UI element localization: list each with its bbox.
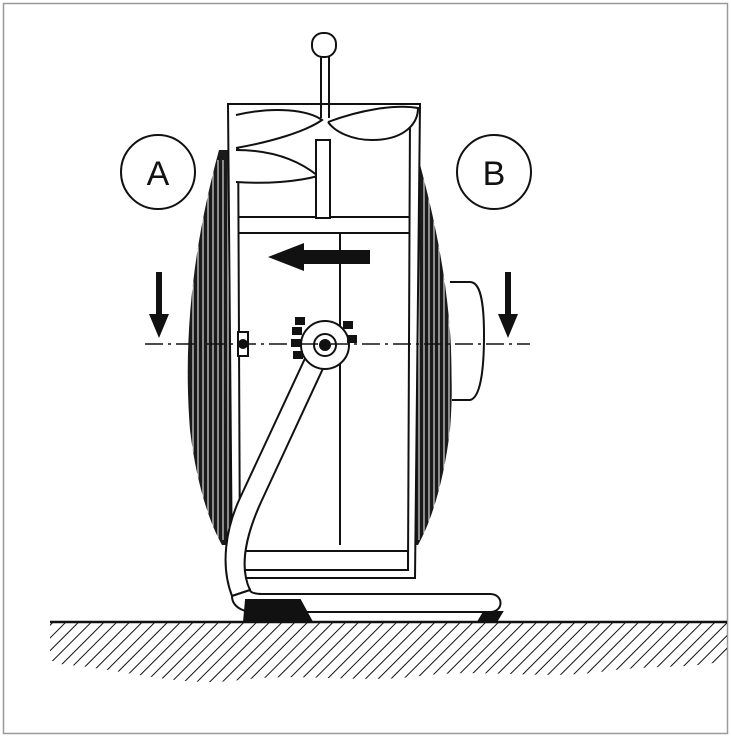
label-b-circle: B xyxy=(456,134,532,210)
label-b-text: B xyxy=(483,155,506,193)
impeller-blades xyxy=(235,105,420,219)
top-handle xyxy=(311,32,337,118)
stand xyxy=(224,350,504,623)
ground xyxy=(50,620,727,683)
motor-housing xyxy=(450,281,486,401)
label-a-text: A xyxy=(147,155,170,193)
airflow-arrow xyxy=(268,243,370,271)
section-arrow-b xyxy=(498,272,518,338)
pivot-hub xyxy=(291,317,357,370)
bottom-trough xyxy=(238,550,409,571)
label-a-circle: A xyxy=(120,134,196,210)
section-arrow-a xyxy=(149,272,169,338)
